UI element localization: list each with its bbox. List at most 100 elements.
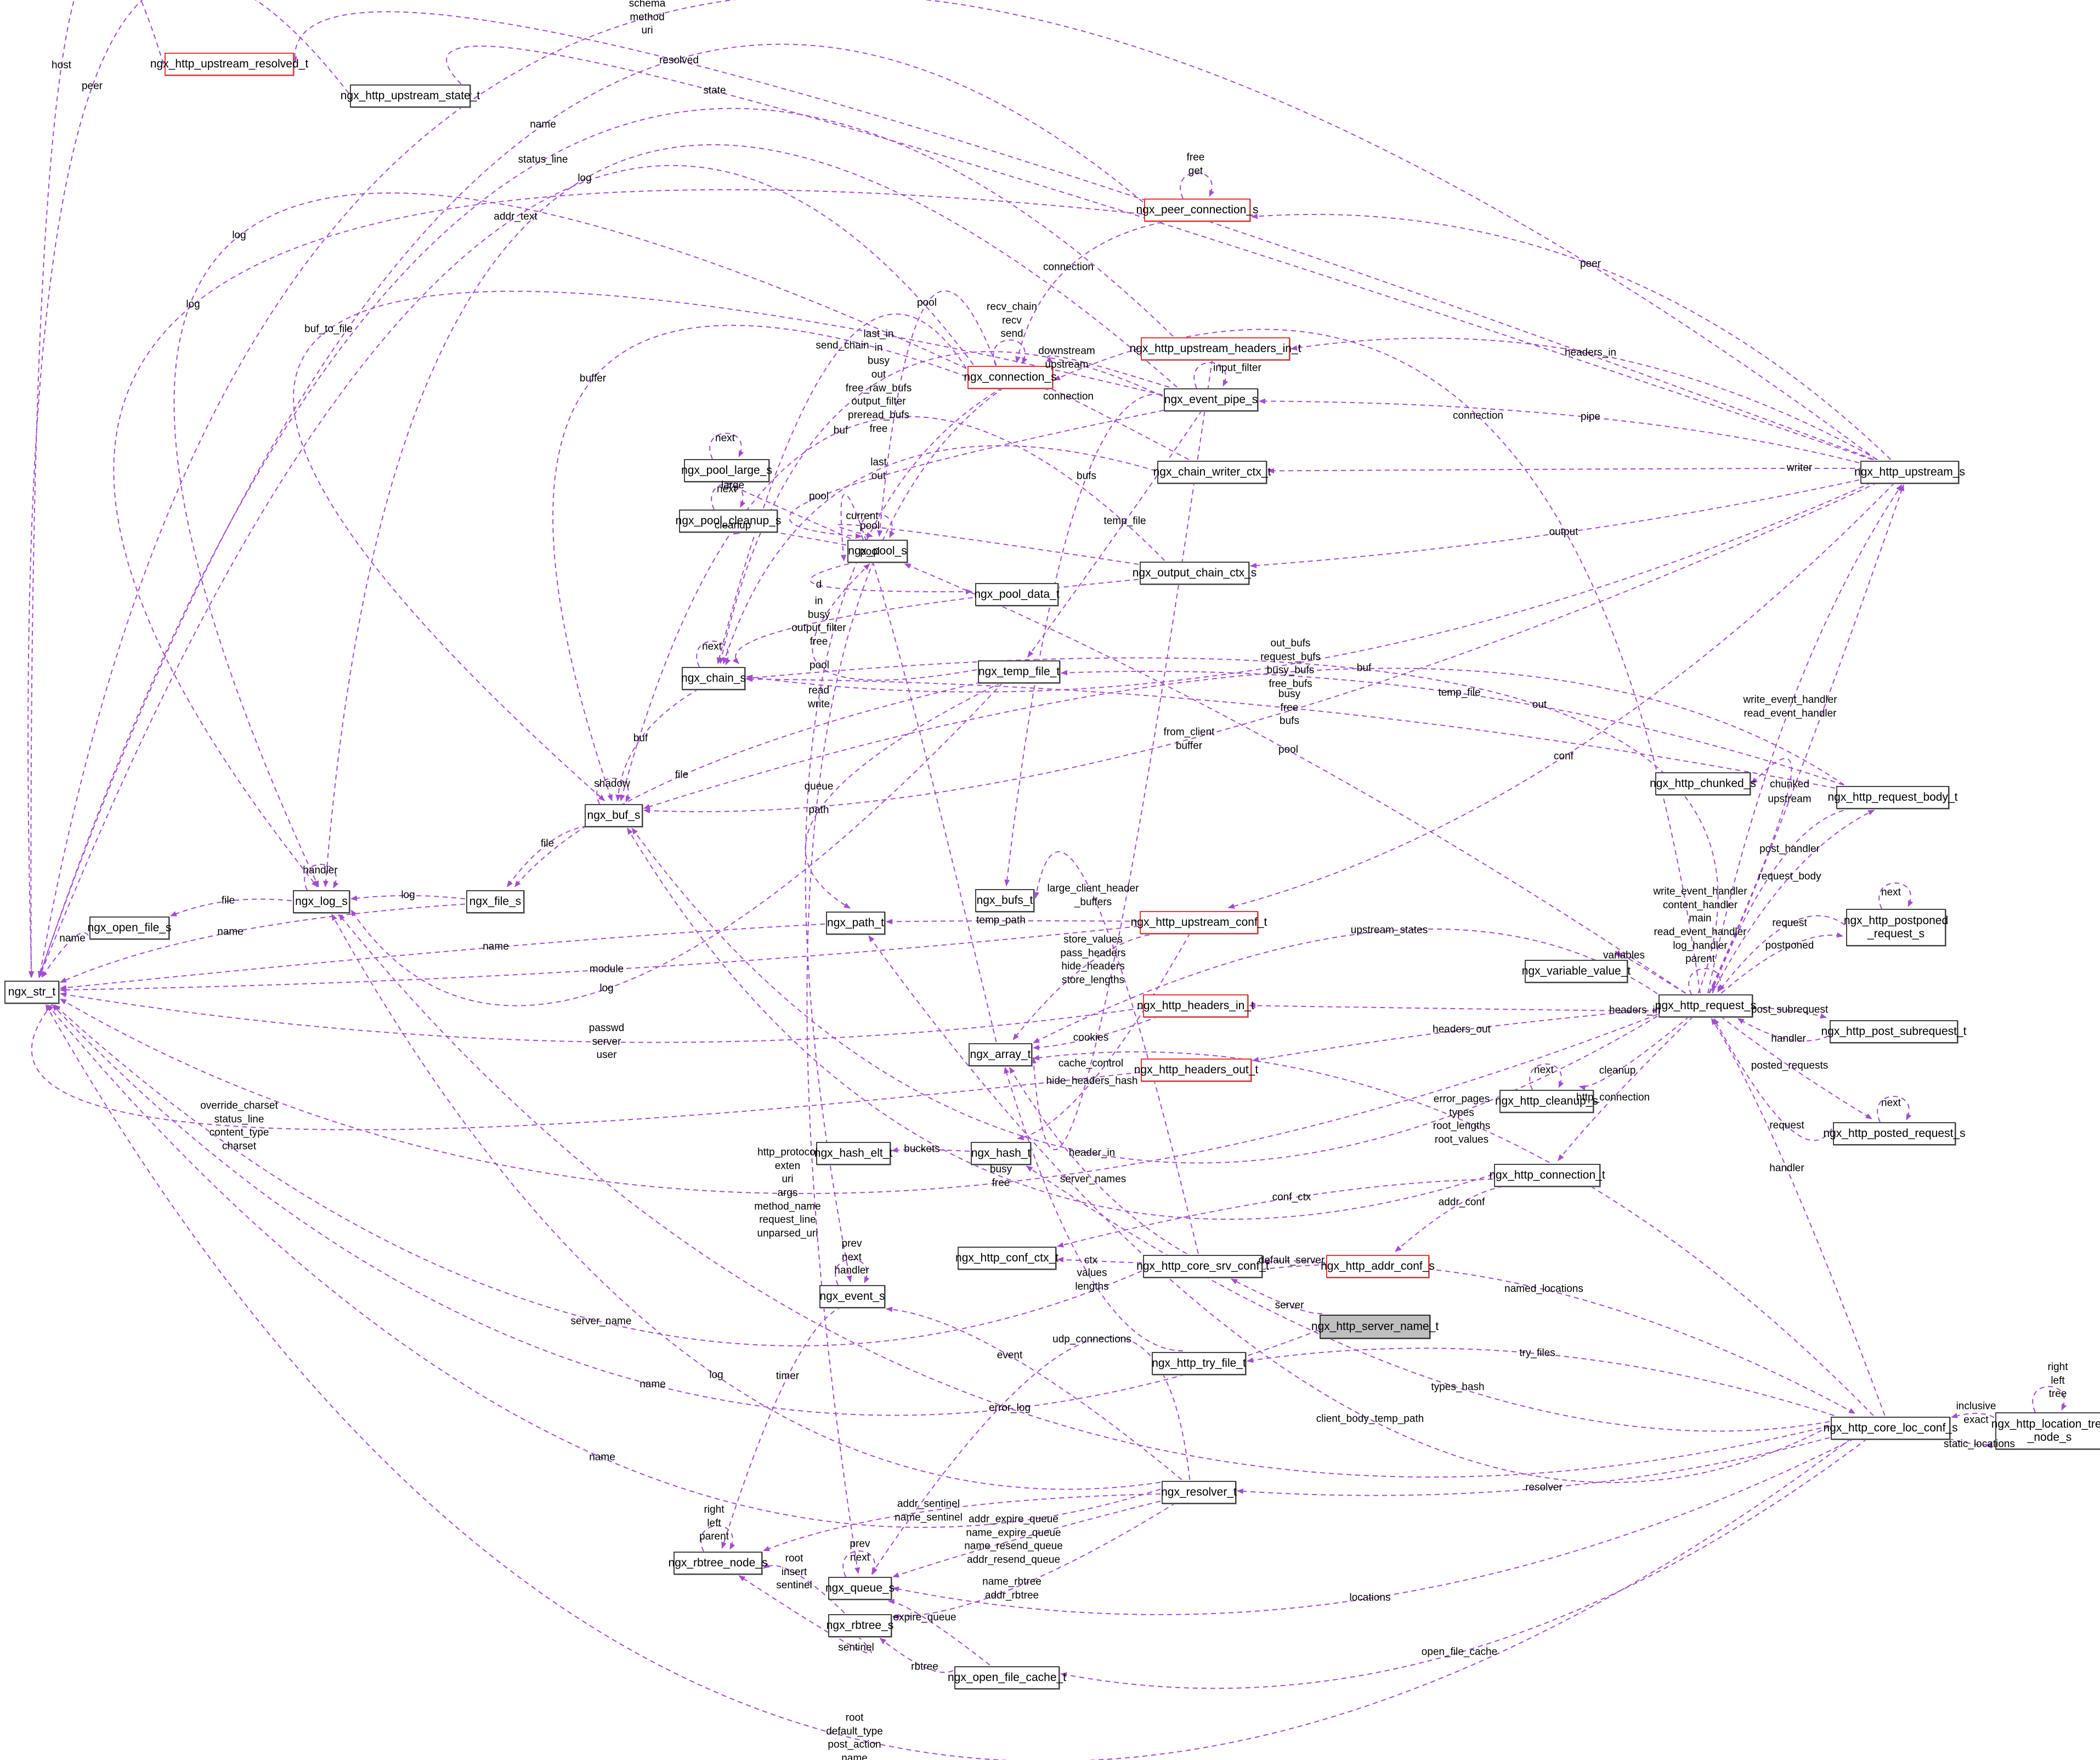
node-chunked[interactable]: ngx_http_chunked_s <box>1650 772 1756 795</box>
node-upstream[interactable]: ngx_http_upstream_s <box>1854 461 1965 484</box>
edge-request-chain <box>746 657 1719 994</box>
edge-chain-buf <box>615 688 699 801</box>
node-u_headers_in[interactable]: ngx_http_upstream_headers_in_t <box>1130 337 1301 360</box>
node-u_resolved[interactable]: ngx_http_upstream_resolved_t <box>150 53 308 76</box>
node-http_connection[interactable]: ngx_http_connection_t <box>1489 1164 1605 1187</box>
edge-upstream-u_resolved <box>291 11 1875 460</box>
node-event[interactable]: ngx_event_s <box>819 1285 885 1308</box>
edge-u_state-str <box>27 0 349 978</box>
node-posted[interactable]: ngx_http_posted_request_s <box>1823 1122 1966 1145</box>
node-path[interactable]: ngx_path_t <box>826 912 885 935</box>
node-file[interactable]: ngx_file_s <box>466 890 524 913</box>
node-postponed[interactable]: ngx_http_postponed _request_s <box>1844 909 1948 946</box>
edge-buf-buf <box>596 778 631 805</box>
node-request_body[interactable]: ngx_http_request_body_t <box>1827 786 1958 809</box>
edge-request-buf <box>631 828 1658 1164</box>
node-open_file[interactable]: ngx_open_file_s <box>88 916 171 940</box>
edge-resolver-rbtree_node <box>763 1493 1161 1552</box>
node-peer_conn[interactable]: ngx_peer_connection_s <box>1136 199 1259 222</box>
edge-request-posted <box>1720 1016 1872 1119</box>
edge-buf-file <box>506 825 587 887</box>
node-pool_data[interactable]: ngx_pool_data_t <box>974 583 1060 606</box>
node-upstream_conf[interactable]: ngx_http_upstream_conf_t <box>1131 911 1267 934</box>
edge-core_loc-str <box>45 1004 1852 1760</box>
node-rbtree_node[interactable]: ngx_rbtree_node_s <box>669 1552 768 1575</box>
edge-chain_writer-chain <box>722 445 1157 664</box>
edge-u_headers_in-array <box>1031 359 1213 1151</box>
edge-upstream_conf-array <box>1012 932 1167 1040</box>
edge-event_pipe-chain <box>718 351 1163 664</box>
edge-event_pipe-log <box>323 144 1178 887</box>
node-pool_large[interactable]: ngx_pool_large_s <box>681 459 772 482</box>
node-core_srv[interactable]: ngx_http_core_srv_conf_t <box>1136 1255 1269 1278</box>
node-chain_writer[interactable]: ngx_chain_writer_ctx_t <box>1153 461 1271 484</box>
edge-u_resolved-str <box>28 0 164 978</box>
edge-core_srv-str <box>54 1004 1142 1346</box>
node-str[interactable]: ngx_str_t <box>4 981 59 1004</box>
node-output_chain[interactable]: ngx_output_chain_ctx_s <box>1133 562 1256 585</box>
edge-array-pool <box>840 494 997 1043</box>
edge-core_loc-hash <box>1026 1165 1830 1432</box>
edge-resolver-queue <box>871 1336 1191 1574</box>
edge-temp_file-file <box>514 682 981 887</box>
edge-upstream-upstream_conf <box>1227 482 1895 909</box>
edge-upstream-event_pipe <box>1259 398 1860 463</box>
node-array[interactable]: ngx_array_t <box>969 1043 1032 1066</box>
edge-event_pipe-buf <box>293 291 1163 801</box>
node-addr_conf[interactable]: ngx_http_addr_conf_s <box>1321 1255 1435 1278</box>
node-location_tree[interactable]: ngx_http_location_tree _node_s <box>1991 1412 2100 1450</box>
edge-request-headers_out <box>1252 1009 1658 1062</box>
edge-conn-str <box>38 165 974 978</box>
edge-request-upstream <box>1708 484 1905 994</box>
node-hash_elt[interactable]: ngx_hash_elt_t <box>814 1142 892 1165</box>
edge-u_headers_in-str <box>38 107 1174 978</box>
node-resolver[interactable]: ngx_resolver_t <box>1161 1481 1237 1504</box>
edge-peer_conn-log <box>113 189 1144 887</box>
edge-request-post_subrequest <box>1751 1007 1827 1019</box>
edge-upstream-output_chain <box>1250 479 1860 569</box>
edge-location_tree-location_tree <box>2032 1386 2067 1413</box>
node-event_pipe[interactable]: ngx_event_pipe_s <box>1164 388 1258 411</box>
node-conn[interactable]: ngx_connection_s <box>964 366 1057 389</box>
node-headers_in[interactable]: ngx_http_headers_in_t <box>1137 994 1254 1017</box>
node-server_name[interactable]: ngx_http_server_name_t <box>1311 1315 1439 1339</box>
edge-core_srv-array <box>1009 1067 1187 1254</box>
node-queue[interactable]: ngx_queue_s <box>825 1577 895 1600</box>
node-open_file_cache[interactable]: ngx_open_file_cache_t <box>948 1666 1066 1689</box>
node-headers_out[interactable]: ngx_http_headers_out_t <box>1134 1059 1258 1082</box>
node-buf[interactable]: ngx_buf_s <box>585 804 643 827</box>
edge-core_srv-conf_ctx <box>1057 1257 1142 1264</box>
edge-rbtree-rbtree_node <box>763 1563 845 1614</box>
node-rbtree[interactable]: ngx_rbtree_s <box>827 1614 893 1637</box>
node-try_file[interactable]: ngx_http_try_file_t <box>1152 1352 1246 1375</box>
node-pool_cleanup[interactable]: ngx_pool_cleanup_s <box>676 510 781 533</box>
node-bufs[interactable]: ngx_bufs_t <box>975 889 1034 912</box>
node-variable_value[interactable]: ngx_variable_value_t <box>1522 960 1631 983</box>
edge-event_pipe-conn <box>1046 355 1170 388</box>
edge-post_subrequest-request <box>1737 1018 1829 1042</box>
node-request[interactable]: ngx_http_request_s <box>1655 994 1756 1017</box>
node-chain[interactable]: ngx_chain_s <box>681 667 746 690</box>
edge-chain-chain <box>696 641 731 667</box>
node-post_subrequest[interactable]: ngx_http_post_subrequest_t <box>1821 1020 1967 1043</box>
edge-request-chunked <box>1708 757 1792 994</box>
node-temp_file[interactable]: ngx_temp_file_t <box>978 660 1060 683</box>
node-hash[interactable]: ngx_hash_t <box>971 1142 1031 1165</box>
edge-log-open_file <box>170 898 292 917</box>
edge-resolver-rbtree <box>892 1502 1176 1620</box>
edge-chain_writer-conn <box>1041 384 1190 460</box>
node-log[interactable]: ngx_log_s <box>293 890 350 913</box>
edge-resolver-str <box>47 1004 1161 1528</box>
edge-peer_conn-str <box>38 43 1144 978</box>
edge-upstream-peer_conn <box>1251 213 1892 460</box>
node-core_loc[interactable]: ngx_http_core_loc_conf_s <box>1823 1417 1958 1440</box>
node-pool[interactable]: ngx_pool_s <box>847 540 908 563</box>
edge-pool-pool <box>860 513 895 540</box>
edge-request-headers_in <box>1249 1003 1693 1012</box>
edge-temp_file-log <box>350 682 1004 1006</box>
node-http_cleanup[interactable]: ngx_http_cleanup_s <box>1495 1090 1598 1113</box>
node-conf_ctx[interactable]: ngx_http_conf_ctx_t <box>955 1247 1059 1270</box>
edge-temp_file-path <box>805 682 1002 909</box>
node-u_state[interactable]: ngx_http_upstream_state_t <box>341 84 480 107</box>
